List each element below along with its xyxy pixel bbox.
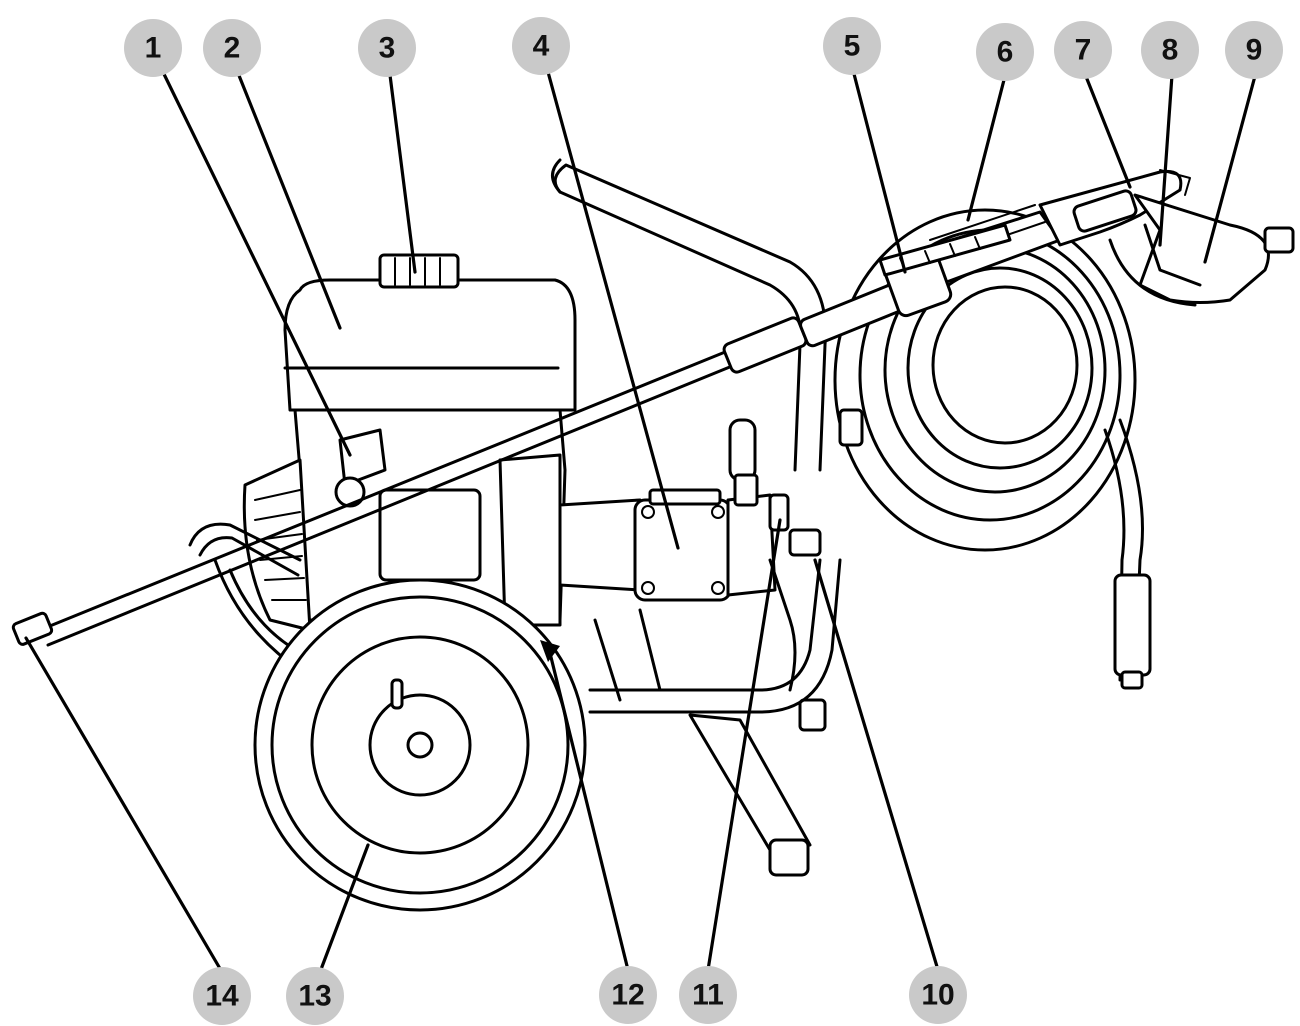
callout-1-label: 1 (145, 32, 162, 65)
leader-2 (236, 71, 342, 330)
base-frame (188, 522, 842, 877)
callout-4-label: 4 (533, 30, 550, 63)
spray-wand (11, 280, 911, 647)
leader-13 (318, 843, 370, 974)
callout-3-label: 3 (379, 32, 396, 65)
leader-9 (1203, 74, 1257, 264)
callout-13: 13 (286, 967, 344, 1025)
callout-11: 11 (679, 966, 737, 1024)
spray-gun (883, 169, 1295, 318)
callout-6-label: 6 (997, 36, 1014, 69)
callout-4: 4 (512, 17, 570, 75)
callout-12-label: 12 (611, 979, 644, 1012)
callout-13-label: 13 (298, 980, 331, 1013)
callout-10-label: 10 (921, 979, 954, 1012)
callout-14: 14 (193, 967, 251, 1025)
leader-11 (706, 518, 782, 972)
callout-2-label: 2 (224, 32, 241, 65)
leader-10 (813, 558, 940, 972)
callout-1: 1 (124, 19, 182, 77)
leader-8 (1158, 73, 1174, 247)
callout-8-label: 8 (1162, 34, 1179, 67)
callout-2: 2 (203, 19, 261, 77)
leader-7 (1083, 72, 1132, 189)
pump (558, 418, 827, 732)
leader-12-arrowhead (540, 640, 560, 662)
leader-6 (966, 74, 1007, 222)
pressure-washer-illustration (11, 158, 1295, 912)
leader-lines (24, 68, 1257, 974)
wheel (253, 578, 587, 912)
callout-8: 8 (1141, 21, 1199, 79)
callout-7: 7 (1054, 21, 1112, 79)
callout-9-label: 9 (1246, 34, 1263, 67)
callouts: 1 2 3 4 5 6 7 8 (124, 17, 1283, 1025)
leader-4 (546, 70, 680, 550)
leader-1 (160, 68, 352, 457)
callout-14-label: 14 (205, 980, 239, 1013)
leader-5 (851, 68, 907, 274)
hose-reel (833, 208, 1152, 690)
leader-14 (24, 636, 224, 974)
callout-6: 6 (976, 23, 1034, 81)
callout-10: 10 (909, 966, 967, 1024)
callout-5-label: 5 (844, 30, 861, 63)
callout-5: 5 (823, 17, 881, 75)
leader-3 (388, 73, 417, 274)
callout-11-label: 11 (692, 979, 724, 1012)
leader-12 (546, 643, 630, 972)
callout-9: 9 (1225, 21, 1283, 79)
callout-12: 12 (599, 966, 657, 1024)
callout-7-label: 7 (1075, 34, 1092, 67)
callout-3: 3 (358, 19, 416, 77)
